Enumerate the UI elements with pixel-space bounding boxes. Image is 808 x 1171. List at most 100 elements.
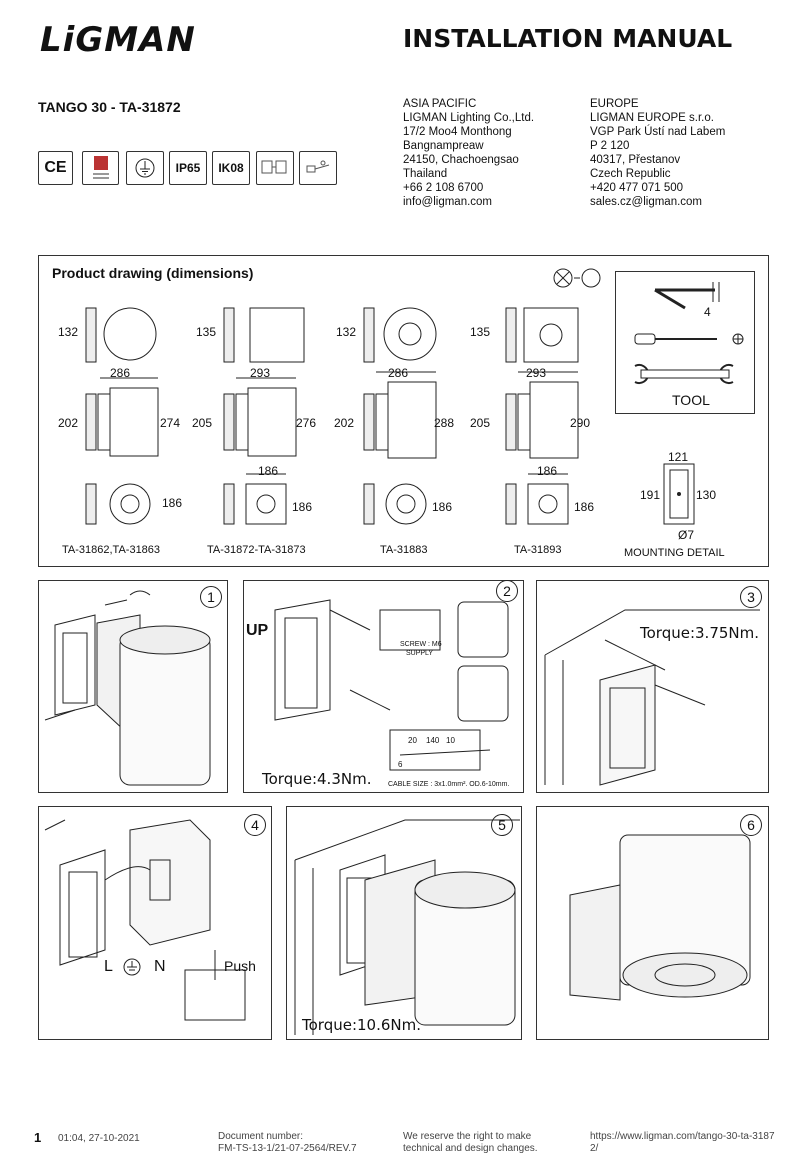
footer-line[interactable]: 2/ [590,1143,599,1154]
address-line: ASIA PACIFIC [403,98,477,110]
distance-icon [299,151,337,185]
address-line: P 2 120 [590,140,630,152]
dim-top: 135 [470,325,491,339]
neutral-label: N [154,958,166,975]
address-line: Thailand [403,168,448,180]
tool-label: TOOL [672,392,710,408]
cable-size-label: CABLE SIZE : 3x1.0mm². OD.6-10mm. [388,781,510,788]
model-caption: TA-31883 [380,544,428,556]
mount-hole-spacing: 130 [696,488,717,502]
screw-label: SCREW : M6 [400,641,442,648]
torque-step-2: Torque:4.3Nm. [262,770,372,788]
dim-left: 202 [58,416,79,430]
dim-top: 132 [58,325,79,339]
mount-width: 121 [668,450,689,464]
product-name: TANGO 30 - TA-31872 [38,99,181,115]
address-line: LIGMAN Lighting Co.,Ltd. [403,112,535,124]
step-4-panel [38,806,272,1040]
dim-front-top: 186 [258,464,279,478]
dim-width: 293 [250,366,271,380]
dim-right: 290 [570,416,591,430]
cable-dim: 20 [408,736,417,745]
address-europe: EUROPE LIGMAN EUROPE s.r.o. VGP Park Úst… [590,97,725,209]
dim-top: 132 [336,325,357,339]
step-5-panel [286,806,522,1040]
page-number: 1 [34,1130,42,1145]
product-drawing-panel [38,255,769,567]
dim-width: 286 [388,366,409,380]
tool-hint-icon [553,268,601,288]
dim-right: 274 [160,416,181,430]
step-number: 4 [244,814,266,836]
supply-label: SUPPLY [406,650,434,657]
address-line: EUROPE [590,98,639,110]
model-caption: TA-31862,TA-31863 [62,544,161,556]
step-5-illustration [294,819,520,1035]
page-title: INSTALLATION MANUAL [403,24,733,53]
dim-front-top: 186 [537,464,558,478]
step-6-panel [536,806,769,1040]
dim-front: 186 [292,500,313,514]
mount-hole-diameter: Ø7 [678,528,695,542]
dim-front: 186 [162,496,183,510]
mounting-bracket-drawing [663,463,695,525]
tool-drawings [634,282,744,384]
live-label: L [104,958,113,975]
torque-step-3: Torque:3.75Nm. [640,624,760,642]
ligman-logo: LiGMAN [40,20,196,60]
mount-height: 191 [640,488,661,502]
dim-width: 293 [526,366,547,380]
tool-dimension: 4 [704,305,711,319]
address-email: sales.cz@ligman.com [590,196,703,208]
step-1-illustration [44,590,211,786]
section-title: Product drawing (dimensions) [52,265,254,281]
mounting-detail-label: MOUNTING DETAIL [624,547,725,559]
footer-line[interactable]: https://www.ligman.com/tango-30-ta-3187 [590,1131,775,1142]
step-2-panel [243,580,524,793]
dim-right: 276 [296,416,317,430]
up-label: UP [246,622,269,639]
tool-box [615,271,755,414]
step-6-illustration [569,834,751,1001]
address-email: info@ligman.com [403,196,493,208]
address-line: 24150, Chachoengsao [403,154,519,166]
product-url[interactable]: https://www.ligman.com/tango-30-ta-3187 … [590,1131,775,1155]
step-number: 6 [740,814,762,836]
address-line: Bangnampreaw [403,140,484,152]
ip65-badge: IP65 [169,151,207,185]
address-line: 40317, Přestanov [590,154,681,166]
address-line: +420 477 071 500 [590,182,684,194]
step-number: 3 [740,586,762,608]
ik08-badge: IK08 [212,151,250,185]
step-number: 2 [496,580,518,602]
print-date: 01:04, 27-10-2021 [58,1133,140,1144]
footer-line: FM-TS-13-1/21-07-2564/REV.7 [218,1143,357,1154]
step-number: 5 [491,814,513,836]
model-caption: TA-31872-TA-31873 [207,544,306,556]
address-line: LIGMAN EUROPE s.r.o. [590,112,714,124]
step-4-illustration [44,819,246,1021]
address-line: VGP Park Ústí nad Labem [590,126,726,138]
dim-left: 205 [192,416,213,430]
surface-mount-icon [256,151,294,185]
address-line: +66 2 108 6700 [403,182,484,194]
dim-left: 205 [470,416,491,430]
address-line: Czech Republic [590,168,671,180]
step-3-panel [536,580,769,793]
footer-line: technical and design changes. [403,1143,538,1154]
step-number: 1 [200,586,222,608]
rights-notice: We reserve the right to make technical a… [403,1131,538,1155]
dim-front: 186 [574,500,595,514]
earth-icon [123,958,141,976]
step-2-illustration [274,599,509,771]
push-label: Push [224,958,256,974]
footer-line: Document number: [218,1131,304,1142]
footer-line: We reserve the right to make [403,1131,532,1142]
quality-mark-icon [82,151,119,185]
model-caption: TA-31893 [514,544,562,556]
class-1-earth-icon [126,151,164,185]
step-1-panel [38,580,228,793]
step-3-illustration [544,609,760,786]
ce-mark-icon: CE [38,151,73,185]
dim-width: 286 [110,366,131,380]
